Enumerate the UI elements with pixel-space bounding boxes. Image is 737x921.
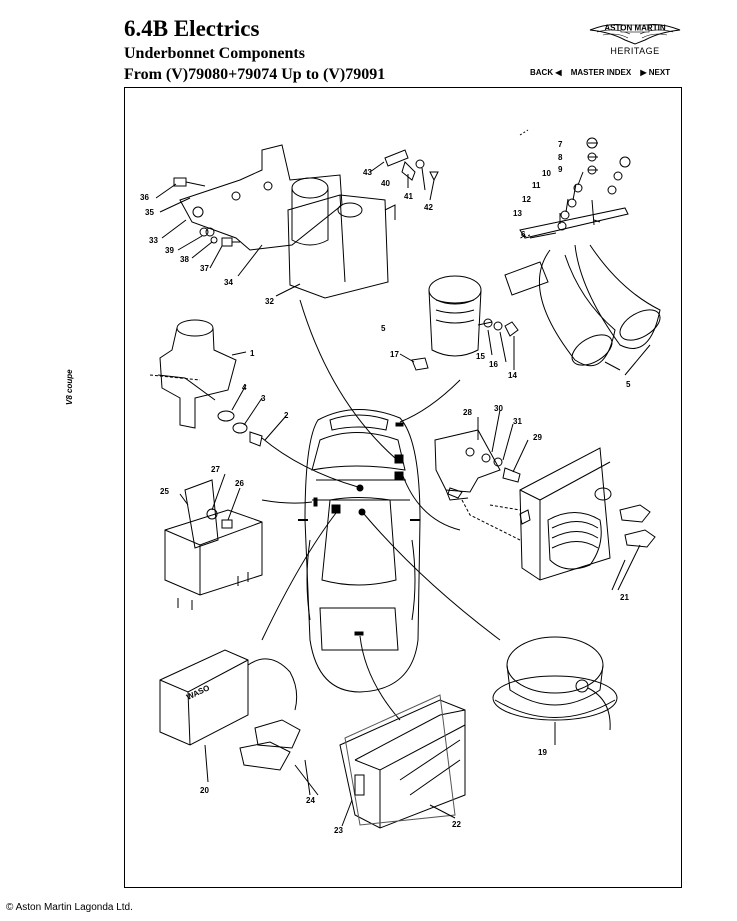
callout-37: 37 (200, 264, 209, 273)
callout-11: 11 (532, 181, 541, 190)
callout-36: 36 (140, 193, 149, 202)
callout-19: 19 (538, 748, 547, 757)
callout-17: 17 (390, 350, 399, 359)
callout-33: 33 (149, 236, 158, 245)
marker-1 (356, 484, 364, 492)
callout-28: 28 (463, 408, 472, 417)
callout-5a: 5 (381, 324, 386, 333)
marker-19 (358, 508, 366, 516)
car-outline (298, 409, 421, 693)
callout-26: 26 (235, 479, 244, 488)
callout-7: 7 (558, 140, 563, 149)
callout-40: 40 (381, 179, 390, 188)
callout-12: 12 (522, 195, 531, 204)
page-title: 6.4B Electrics (124, 16, 260, 41)
callout-39: 39 (165, 246, 174, 255)
callout-14: 14 (508, 371, 517, 380)
callout-9: 9 (558, 165, 563, 174)
callout-20: 20 (200, 786, 209, 795)
callout-1: 1 (250, 349, 255, 358)
diagram-frame (124, 87, 682, 888)
marker-28 (394, 471, 404, 481)
callout-25: 25 (160, 487, 169, 496)
callout-35: 35 (145, 208, 154, 217)
nav-bar: BACK ◀ MASTER INDEX ▶ NEXT (530, 68, 685, 77)
callout-34: 34 (224, 278, 233, 287)
callout-3: 3 (261, 394, 266, 403)
marker-20 (313, 497, 318, 507)
brand-logo-text: ASTON MARTIN (604, 24, 665, 33)
callout-16: 16 (489, 360, 498, 369)
callout-27: 27 (211, 465, 220, 474)
v8-coupe-logo: V8 coupe (65, 369, 74, 405)
callout-6: 6 (521, 230, 526, 239)
callout-32: 32 (265, 297, 274, 306)
marker-21 (394, 454, 404, 464)
marker-5 (395, 422, 404, 427)
page-subtitle: Underbonnet Components (124, 45, 305, 62)
master-index-link[interactable]: MASTER INDEX (570, 68, 632, 77)
next-link[interactable]: ▶ NEXT (640, 68, 671, 77)
callout-30: 30 (494, 404, 503, 413)
callout-8: 8 (558, 153, 563, 162)
callout-31: 31 (513, 417, 522, 426)
marker-22 (354, 631, 364, 636)
callout-15: 15 (476, 352, 485, 361)
marker-25 (331, 504, 341, 514)
callout-5b: 5 (626, 380, 631, 389)
callout-38: 38 (180, 255, 189, 264)
callout-21: 21 (620, 593, 629, 602)
side-logo-text: V8 coupe (65, 369, 74, 405)
callout-29: 29 (533, 433, 542, 442)
callout-numbers: 1 2 3 4 5 5 5 6 7 8 9 10 11 12 13 14 15 … (140, 140, 631, 835)
copyright: © Aston Martin Lagonda Ltd. (6, 902, 133, 913)
heritage-label: HERITAGE (610, 46, 660, 56)
callout-42: 42 (424, 203, 433, 212)
callout-41: 41 (404, 192, 413, 201)
callout-13: 13 (513, 209, 522, 218)
callout-23: 23 (334, 826, 343, 835)
callout-24: 24 (306, 796, 315, 805)
callout-2: 2 (284, 411, 289, 420)
callout-10: 10 (542, 169, 551, 178)
aston-martin-wings-logo: ASTON MARTIN (589, 24, 681, 45)
back-link[interactable]: BACK ◀ (530, 68, 562, 77)
callout-43: 43 (363, 168, 372, 177)
callout-22: 22 (452, 820, 461, 829)
vin-range: From (V)79080+79074 Up to (V)79091 (124, 66, 386, 83)
callout-4: 4 (242, 383, 247, 392)
